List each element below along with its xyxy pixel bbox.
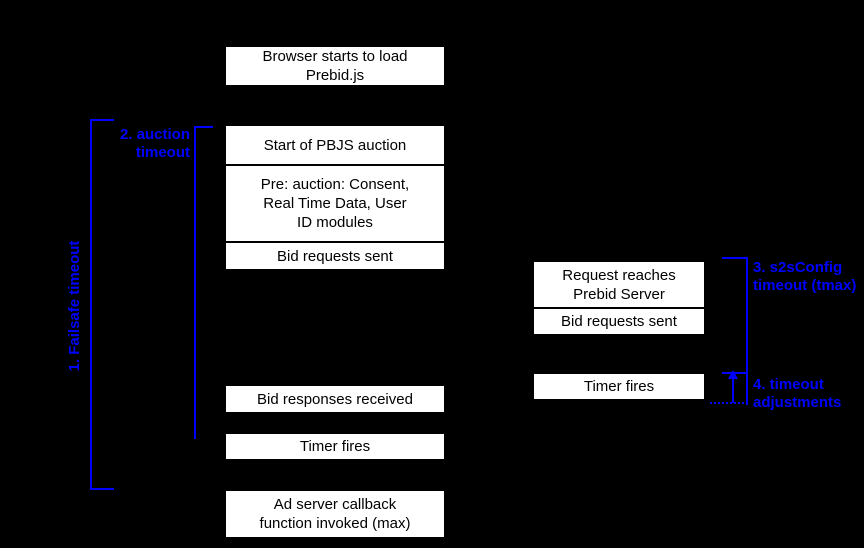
box-bid-requests-sent-client: Bid requests sent bbox=[225, 242, 445, 270]
box-timer-fires-client: Timer fires bbox=[225, 433, 445, 460]
box-timer-fires-server: Timer fires bbox=[533, 373, 705, 400]
timeout-adjustment-dotted-line bbox=[710, 402, 748, 404]
s2s-timeout-bracket-top-tick bbox=[722, 257, 746, 259]
timeout-adjustment-arrow-line bbox=[732, 378, 734, 403]
auction-timeout-bracket bbox=[194, 126, 213, 439]
s2s-timeout-label: 3. s2sConfig timeout (tmax) bbox=[753, 259, 857, 294]
auction-timeout-label: 2. auction timeout bbox=[119, 126, 190, 161]
box-start-of-pbjs-auction: Start of PBJS auction bbox=[225, 125, 445, 165]
box-pre-auction-modules: Pre: auction: Consent, Real Time Data, U… bbox=[225, 165, 445, 242]
arrow-up-icon bbox=[728, 370, 738, 379]
s2s-timeout-bracket-line bbox=[746, 257, 748, 405]
timeout-adjustments-label: 4. timeout adjustments bbox=[753, 376, 842, 411]
box-bid-responses-received: Bid responses received bbox=[225, 385, 445, 413]
box-bid-requests-sent-server: Bid requests sent bbox=[533, 308, 705, 335]
failsafe-timeout-bracket bbox=[90, 119, 114, 490]
box-ad-server-callback: Ad server callback function invoked (max… bbox=[225, 490, 445, 538]
box-request-reaches-prebid-server: Request reaches Prebid Server bbox=[533, 261, 705, 308]
failsafe-timeout-label: 1. Failsafe timeout bbox=[66, 240, 83, 372]
box-browser-starts-load: Browser starts to load Prebid.js bbox=[225, 46, 445, 86]
